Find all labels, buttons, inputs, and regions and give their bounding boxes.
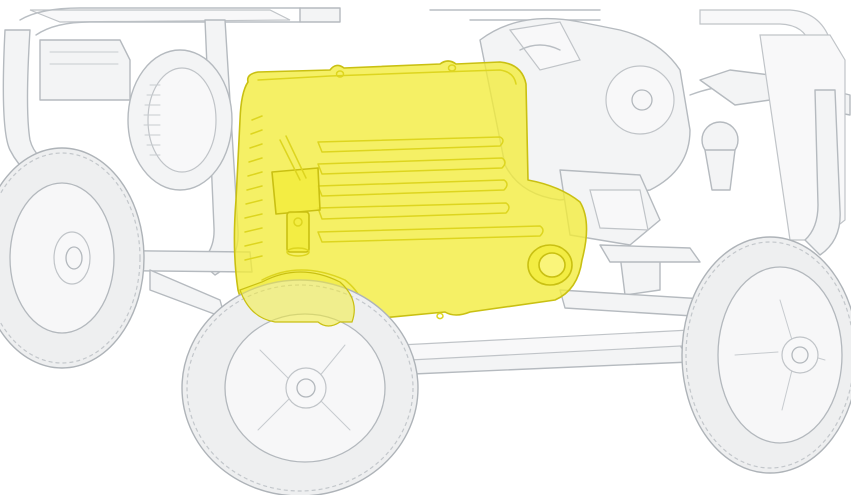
- wheel-left-rear: [0, 147, 145, 369]
- fuel-cap: [527, 244, 573, 286]
- tank-ribs: [317, 136, 544, 243]
- fuel-valve-bracket: [271, 135, 321, 257]
- tank-top-flange: [257, 69, 517, 85]
- fuel-tank-overlap-tint: [239, 271, 355, 327]
- frame-top-tubes: [19, 7, 831, 71]
- mount-hole: [447, 64, 457, 72]
- alternator: [39, 39, 233, 191]
- frame-right-tube: [804, 89, 841, 256]
- fuel-tank-highlight: [233, 60, 588, 327]
- mount-hole: [335, 70, 345, 78]
- wheel-right: [681, 236, 851, 474]
- tank-side-louvers: [244, 115, 263, 261]
- wheel-left-front: [181, 279, 419, 495]
- mount-hole: [436, 312, 444, 320]
